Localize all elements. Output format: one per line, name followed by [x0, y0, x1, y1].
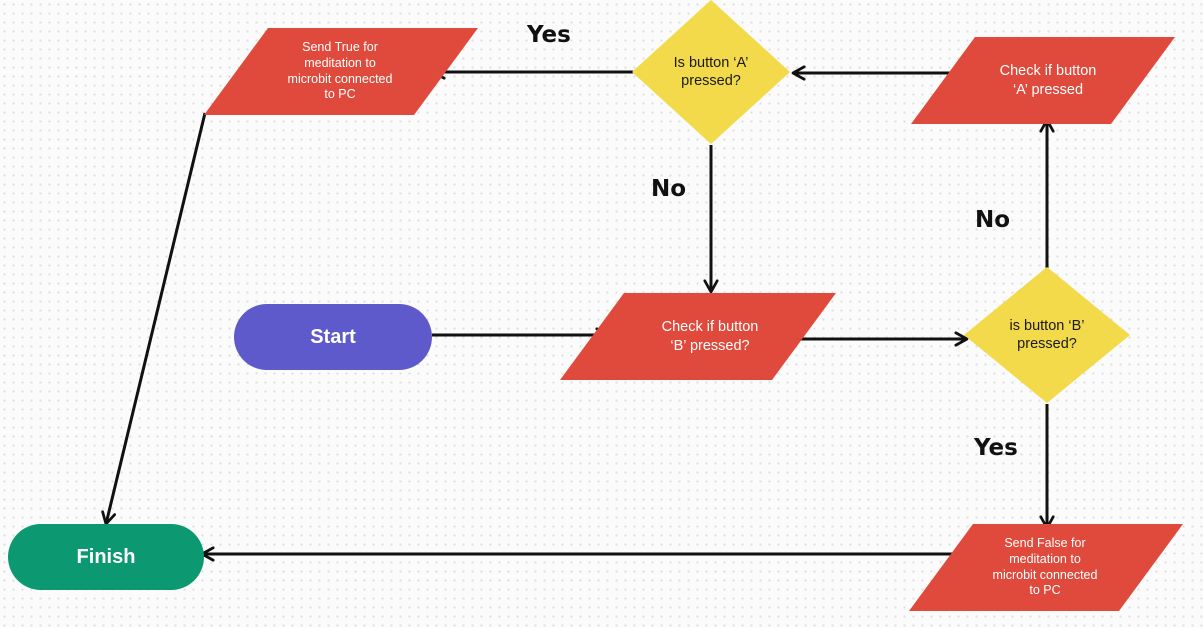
- is-a-line-1: Is button ‘A’: [673, 54, 749, 71]
- send-false-line-3: microbit connected: [992, 567, 1098, 582]
- send-true-process-shape: [204, 28, 478, 115]
- start-terminal-shape: [234, 304, 432, 370]
- edge-label-b-no: No: [975, 207, 1011, 233]
- check-a-line-1: Check if button: [999, 63, 1097, 80]
- send-true-line-4: to PC: [324, 87, 356, 102]
- start-terminal[interactable]: Start: [234, 304, 432, 370]
- is-a-line-2: pressed?: [681, 73, 741, 89]
- edge-label-b-yes: Yes: [974, 435, 1018, 461]
- send-true-line-2: meditation to: [304, 55, 376, 70]
- is-b-line-1: is button ‘B’: [1009, 317, 1085, 334]
- send-false-process-shape: [909, 524, 1183, 611]
- send-false-line-2: meditation to: [1009, 551, 1081, 566]
- check-a-process[interactable]: Check if button ‘A’ pressed: [948, 37, 1148, 124]
- send-false-line-4: to PC: [1029, 583, 1061, 598]
- finish-terminal[interactable]: Finish: [8, 524, 204, 590]
- send-true-process[interactable]: Send True for meditation to microbit con…: [254, 28, 426, 115]
- is-b-pressed-decision-shape: [964, 267, 1130, 403]
- send-true-line-3: microbit connected: [287, 71, 393, 86]
- check-a-line-2: ‘A’ pressed: [1012, 81, 1084, 98]
- finish-terminal-shape: [8, 524, 204, 590]
- edge-label-a-yes: Yes: [527, 22, 571, 48]
- check-b-process-shape: [560, 293, 836, 380]
- edge-label-a-no: No: [651, 176, 687, 202]
- check-b-process[interactable]: Check if button ‘B’ pressed?: [615, 293, 805, 380]
- check-a-process-shape: [911, 37, 1175, 124]
- connectors: [106, 72, 1047, 554]
- arrow-send-true-to-finish: [106, 112, 207, 524]
- send-false-process[interactable]: Send False for meditation to microbit co…: [958, 524, 1132, 611]
- is-b-pressed-decision[interactable]: is button ‘B’ pressed?: [984, 303, 1110, 367]
- start-label: Start: [310, 325, 356, 348]
- finish-label: Finish: [76, 545, 136, 568]
- is-a-pressed-decision-shape: [632, 0, 790, 144]
- send-true-line-1: Send True for: [302, 40, 378, 55]
- is-b-line-2: pressed?: [1017, 336, 1077, 352]
- is-a-pressed-decision[interactable]: Is button ‘A’ pressed?: [650, 40, 772, 104]
- check-b-line-1: Check if button: [661, 319, 759, 336]
- send-false-line-1: Send False for: [1004, 536, 1086, 551]
- check-b-line-2: ‘B’ pressed?: [670, 337, 750, 354]
